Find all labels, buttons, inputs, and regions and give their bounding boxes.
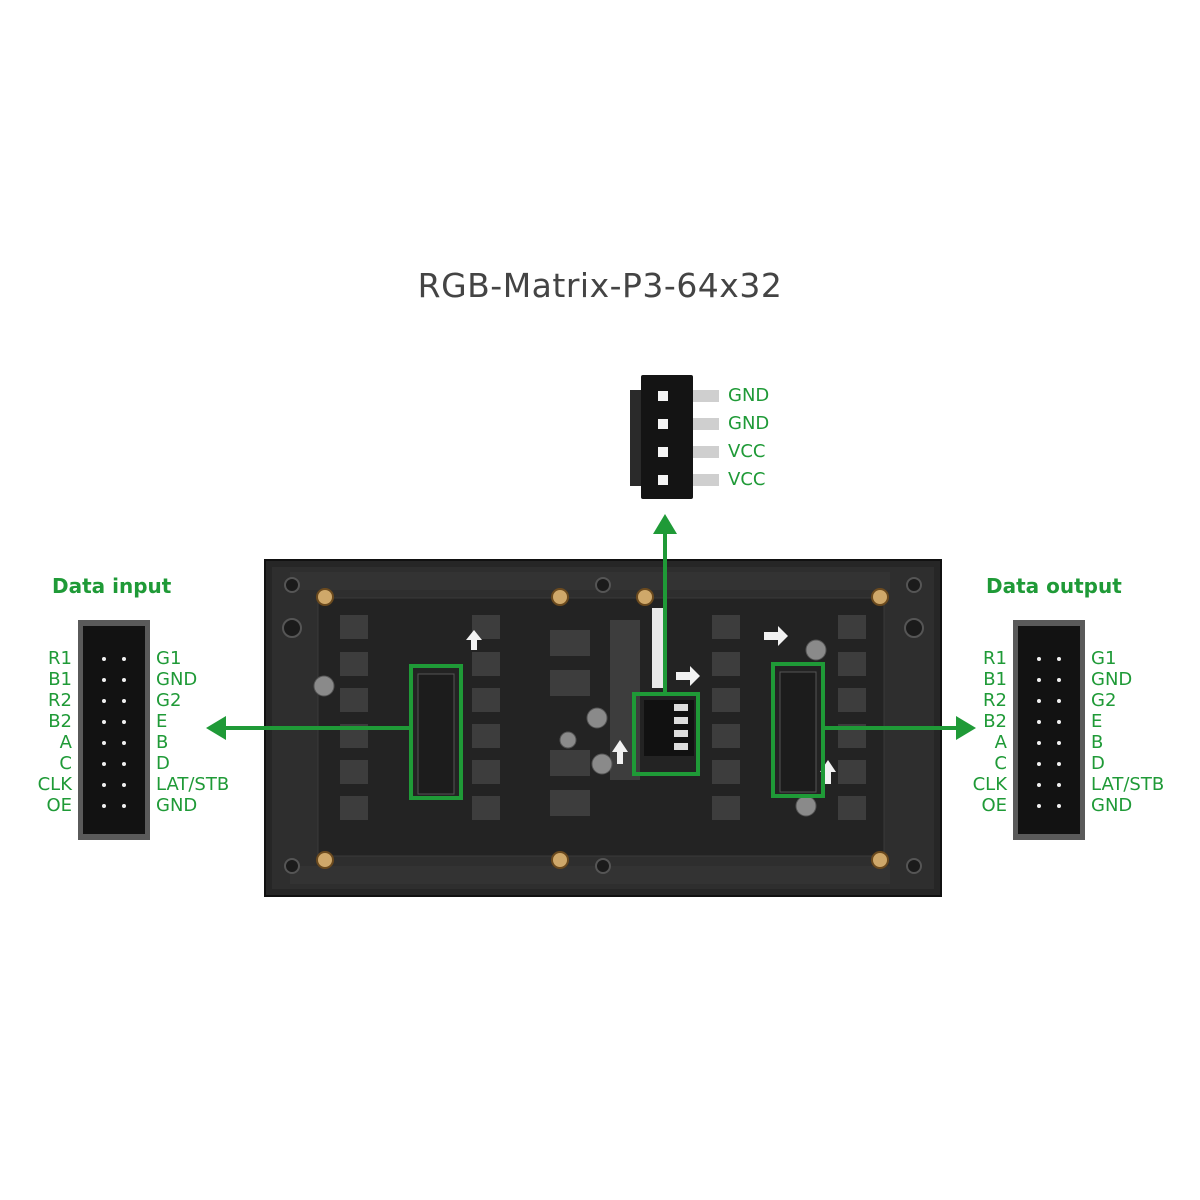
data-input-left-pins: R1 B1 R2 B2 A C CLK OE	[20, 648, 72, 816]
power-pin-label: VCC	[728, 441, 766, 462]
power-pin-label: GND	[728, 385, 770, 406]
pin-label: B1	[983, 669, 1007, 690]
pin-label: B	[1091, 732, 1104, 753]
input-port-highlight	[409, 664, 463, 800]
pin-label: GND	[1091, 669, 1133, 690]
pin-label: LAT/STB	[1091, 774, 1165, 795]
pin-label: GND	[156, 669, 198, 690]
data-input-right-pins: G1 GND G2 E B D LAT/STB GND	[156, 648, 229, 816]
pin-label: LAT/STB	[156, 774, 230, 795]
data-output-connector	[1013, 620, 1085, 840]
pin-label: OE	[46, 795, 72, 816]
pin-label: C	[994, 753, 1007, 774]
pin-label: A	[994, 732, 1007, 753]
pin-label: B1	[48, 669, 72, 690]
pin-label: GND	[156, 795, 198, 816]
pin-label: CLK	[37, 774, 72, 795]
pin-label: GND	[1091, 795, 1133, 816]
power-pin-label: GND	[728, 413, 770, 434]
data-output-left-pins: R1 B1 R2 B2 A C CLK OE	[955, 648, 1007, 816]
pin-label: R1	[48, 648, 72, 669]
pin-label: C	[59, 753, 72, 774]
power-connector	[630, 375, 719, 499]
mounting-screw	[316, 588, 889, 869]
pin-label: R1	[983, 648, 1007, 669]
power-pin-label: VCC	[728, 469, 766, 490]
pin-label: R2	[983, 690, 1007, 711]
pin-label: G1	[1091, 648, 1117, 669]
data-input-connector	[78, 620, 150, 840]
data-input-label: Data input	[52, 574, 172, 598]
pin-label: R2	[48, 690, 72, 711]
data-output-right-pins: G1 GND G2 E B D LAT/STB GND	[1091, 648, 1164, 816]
pin-label: G1	[156, 648, 182, 669]
pin-label: CLK	[972, 774, 1007, 795]
pin-label: A	[59, 732, 72, 753]
pin-label: E	[156, 711, 168, 732]
data-output-label: Data output	[986, 574, 1122, 598]
pin-label: G2	[156, 690, 182, 711]
pin-label: B	[156, 732, 169, 753]
pin-label: E	[1091, 711, 1103, 732]
pin-label: D	[156, 753, 170, 774]
pin-label: B2	[983, 711, 1007, 732]
connection-arrows	[206, 514, 976, 740]
pin-label: G2	[1091, 690, 1117, 711]
diagram-title: RGB-Matrix-P3-64x32	[417, 266, 783, 305]
pin-label: OE	[981, 795, 1007, 816]
pin-label: D	[1091, 753, 1105, 774]
pin-label: B2	[48, 711, 72, 732]
